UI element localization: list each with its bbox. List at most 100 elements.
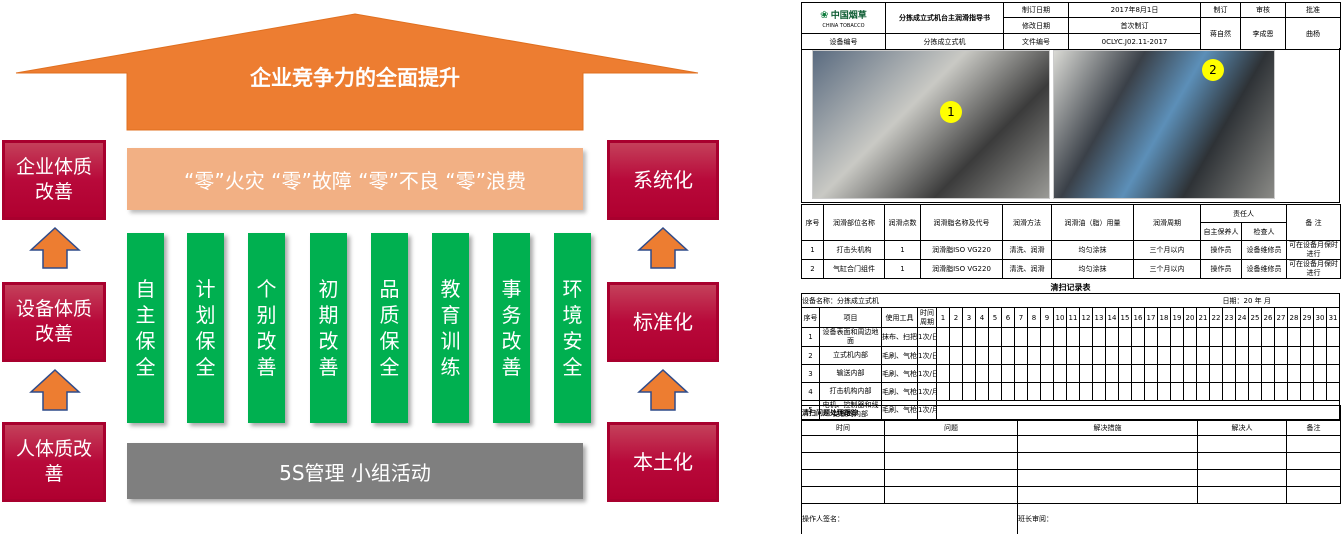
check-cell[interactable]: [988, 382, 1002, 401]
check-cell[interactable]: [1209, 327, 1223, 347]
check-cell[interactable]: [1235, 364, 1249, 383]
check-cell[interactable]: [988, 327, 1002, 347]
leader-review-field[interactable]: 班长审阅：: [1016, 503, 1341, 534]
check-cell[interactable]: [975, 364, 989, 383]
check-cell[interactable]: [1248, 327, 1262, 347]
check-cell[interactable]: [1079, 327, 1093, 347]
check-cell[interactable]: [1014, 346, 1028, 365]
check-cell[interactable]: [1274, 346, 1288, 365]
check-cell[interactable]: [1248, 382, 1262, 401]
check-cell[interactable]: [1170, 364, 1184, 383]
check-cell[interactable]: [1313, 346, 1327, 365]
check-cell[interactable]: [1261, 382, 1275, 401]
check-cell[interactable]: [1313, 382, 1327, 401]
check-cell[interactable]: [1144, 327, 1158, 347]
check-cell[interactable]: [1235, 327, 1249, 347]
check-cell[interactable]: [1274, 382, 1288, 401]
check-cell[interactable]: [1131, 327, 1145, 347]
check-cell[interactable]: [962, 327, 976, 347]
check-cell[interactable]: [1092, 346, 1106, 365]
check-cell[interactable]: [1300, 327, 1314, 347]
check-cell[interactable]: [1287, 382, 1301, 401]
check-cell[interactable]: [1300, 346, 1314, 365]
check-cell[interactable]: [1053, 364, 1067, 383]
check-cell[interactable]: [949, 327, 963, 347]
check-cell[interactable]: [1144, 364, 1158, 383]
check-cell[interactable]: [1014, 327, 1028, 347]
check-cell[interactable]: [1105, 327, 1119, 347]
check-cell[interactable]: [1209, 346, 1223, 365]
check-cell[interactable]: [1027, 346, 1041, 365]
check-cell[interactable]: [1092, 382, 1106, 401]
check-cell[interactable]: [1196, 382, 1210, 401]
check-cell[interactable]: [1274, 327, 1288, 347]
check-cell[interactable]: [1001, 346, 1015, 365]
check-cell[interactable]: [1170, 346, 1184, 365]
check-cell[interactable]: [1274, 364, 1288, 383]
check-cell[interactable]: [1235, 346, 1249, 365]
check-cell[interactable]: [1053, 346, 1067, 365]
check-cell[interactable]: [1066, 382, 1080, 401]
check-cell[interactable]: [1118, 346, 1132, 365]
check-cell[interactable]: [1079, 364, 1093, 383]
check-cell[interactable]: [1157, 364, 1171, 383]
check-cell[interactable]: [1066, 364, 1080, 383]
check-cell[interactable]: [936, 346, 950, 365]
check-cell[interactable]: [1261, 346, 1275, 365]
check-cell[interactable]: [1261, 364, 1275, 383]
check-cell[interactable]: [949, 346, 963, 365]
check-cell[interactable]: [1079, 346, 1093, 365]
check-cell[interactable]: [1105, 346, 1119, 365]
check-cell[interactable]: [1170, 327, 1184, 347]
check-cell[interactable]: [1183, 346, 1197, 365]
check-cell[interactable]: [936, 382, 950, 401]
check-cell[interactable]: [1027, 364, 1041, 383]
check-cell[interactable]: [1157, 327, 1171, 347]
check-cell[interactable]: [1131, 346, 1145, 365]
check-cell[interactable]: [988, 364, 1002, 383]
check-cell[interactable]: [1248, 346, 1262, 365]
check-cell[interactable]: [1287, 346, 1301, 365]
check-cell[interactable]: [1053, 327, 1067, 347]
check-cell[interactable]: [1001, 364, 1015, 383]
check-cell[interactable]: [1183, 382, 1197, 401]
check-cell[interactable]: [1300, 364, 1314, 383]
check-cell[interactable]: [1325, 382, 1341, 401]
check-cell[interactable]: [975, 346, 989, 365]
check-cell[interactable]: [1131, 382, 1145, 401]
check-cell[interactable]: [1040, 364, 1054, 383]
check-cell[interactable]: [1287, 364, 1301, 383]
check-cell[interactable]: [1066, 346, 1080, 365]
check-cell[interactable]: [1131, 364, 1145, 383]
check-cell[interactable]: [1196, 364, 1210, 383]
check-cell[interactable]: [1157, 382, 1171, 401]
check-cell[interactable]: [1027, 382, 1041, 401]
check-cell[interactable]: [1001, 382, 1015, 401]
check-cell[interactable]: [1300, 382, 1314, 401]
check-cell[interactable]: [1014, 364, 1028, 383]
check-cell[interactable]: [1040, 327, 1054, 347]
check-cell[interactable]: [1196, 346, 1210, 365]
check-cell[interactable]: [1183, 327, 1197, 347]
check-cell[interactable]: [1118, 382, 1132, 401]
check-cell[interactable]: [1079, 382, 1093, 401]
operator-signature-field[interactable]: 操作人签名：: [801, 503, 1018, 534]
check-cell[interactable]: [1222, 382, 1236, 401]
check-cell[interactable]: [949, 382, 963, 401]
check-cell[interactable]: [1118, 364, 1132, 383]
check-cell[interactable]: [1105, 382, 1119, 401]
check-cell[interactable]: [1222, 346, 1236, 365]
check-cell[interactable]: [1235, 382, 1249, 401]
check-cell[interactable]: [962, 346, 976, 365]
check-cell[interactable]: [1196, 327, 1210, 347]
check-cell[interactable]: [1325, 346, 1341, 365]
check-cell[interactable]: [1066, 327, 1080, 347]
check-cell[interactable]: [975, 382, 989, 401]
check-cell[interactable]: [1105, 364, 1119, 383]
check-cell[interactable]: [1040, 346, 1054, 365]
check-cell[interactable]: [1325, 364, 1341, 383]
check-cell[interactable]: [1092, 364, 1106, 383]
check-cell[interactable]: [988, 346, 1002, 365]
check-cell[interactable]: [936, 364, 950, 383]
check-cell[interactable]: [1014, 382, 1028, 401]
